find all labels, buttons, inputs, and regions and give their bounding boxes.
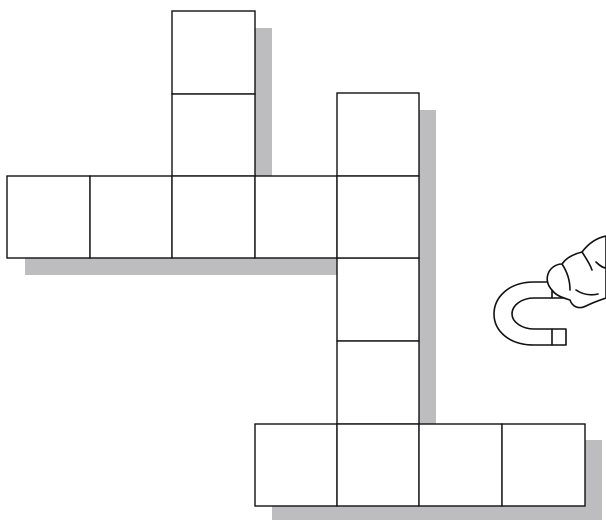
crossword-cell[interactable] [172,11,255,94]
crossword-cell[interactable] [90,176,172,258]
crossword-cell[interactable] [337,93,419,176]
word-4-shadow-bottom [272,506,602,520]
crossword-cell[interactable] [172,94,255,176]
crossword-cell[interactable] [7,176,90,258]
word-2 [7,176,419,258]
crossword-cell[interactable] [337,424,419,506]
crossword-cell[interactable] [337,258,419,341]
crossword-cell[interactable] [255,176,337,258]
hand-holding-horseshoe-magnet-icon [494,236,606,345]
crossword-cell[interactable] [337,341,419,424]
word-3-shadow [419,110,436,424]
crossword-cell[interactable] [337,176,419,258]
crossword-cell[interactable] [502,424,585,506]
word-1 [172,11,255,176]
crossword-cell[interactable] [172,176,255,258]
word-2-shadow [25,258,337,275]
word-4 [255,424,585,506]
word-1-shadow [255,28,272,176]
crossword-cell[interactable] [419,424,502,506]
crossword-cell[interactable] [255,424,337,506]
